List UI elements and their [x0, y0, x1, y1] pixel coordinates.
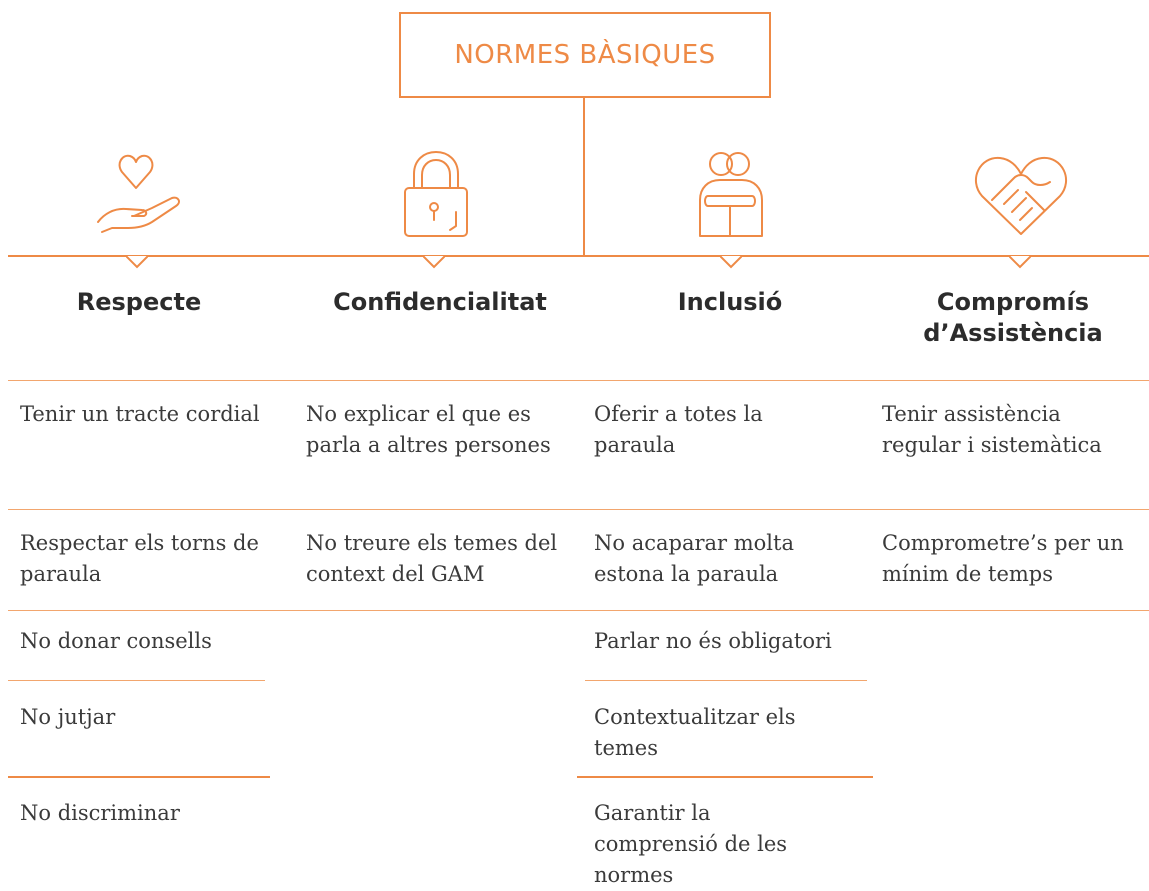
list-item: No donar consells	[20, 629, 212, 653]
list-item: Tenir assistència regular i sistemàtica	[882, 402, 1102, 457]
row-divider	[8, 509, 1149, 510]
connector-stem	[583, 98, 585, 256]
row-divider	[8, 610, 1149, 611]
row-divider	[8, 380, 1149, 381]
embrace-icon	[699, 152, 763, 237]
list-item: Contextualitzar els temes	[594, 705, 796, 760]
list-item: No treure els temes del context del GAM	[306, 531, 558, 586]
list-item: No jutjar	[20, 705, 116, 729]
list-item: No explicar el que es parla a altres per…	[306, 402, 551, 457]
row-divider	[585, 680, 867, 681]
list-item: Parlar no és obligatori	[594, 629, 832, 653]
row-divider	[577, 776, 873, 778]
padlock-icon	[404, 151, 468, 237]
list-item: Comprometre’s per un mínim de temps	[882, 531, 1124, 586]
list-item: No discriminar	[20, 801, 180, 825]
pointer-notch	[423, 255, 445, 269]
heading-inclusio: Inclusió	[677, 288, 783, 316]
heart-handshake-icon	[975, 156, 1067, 235]
heart-in-hand-icon	[97, 154, 180, 233]
category-baseline	[8, 255, 1149, 257]
list-item: Tenir un tracte cordial	[20, 402, 260, 426]
title-box: NORMES BÀSIQUES	[399, 12, 771, 98]
pointer-notch	[1009, 255, 1031, 269]
list-item: Garantir la comprensió de les normes	[594, 801, 788, 887]
heading-compromis: Compromís d’Assistència	[923, 288, 1103, 347]
heading-confidencialitat: Confidencialitat	[333, 288, 547, 316]
list-item: Respectar els torns de paraula	[20, 531, 259, 586]
row-divider	[8, 776, 270, 778]
diagram-title: NORMES BÀSIQUES	[454, 40, 716, 70]
list-item: No acaparar molta estona la paraula	[594, 531, 794, 586]
row-divider	[8, 680, 265, 681]
heading-respecte: Respecte	[76, 288, 202, 316]
list-item: Oferir a totes la paraula	[594, 402, 763, 457]
pointer-notch	[126, 255, 148, 269]
pointer-notch	[720, 255, 742, 269]
